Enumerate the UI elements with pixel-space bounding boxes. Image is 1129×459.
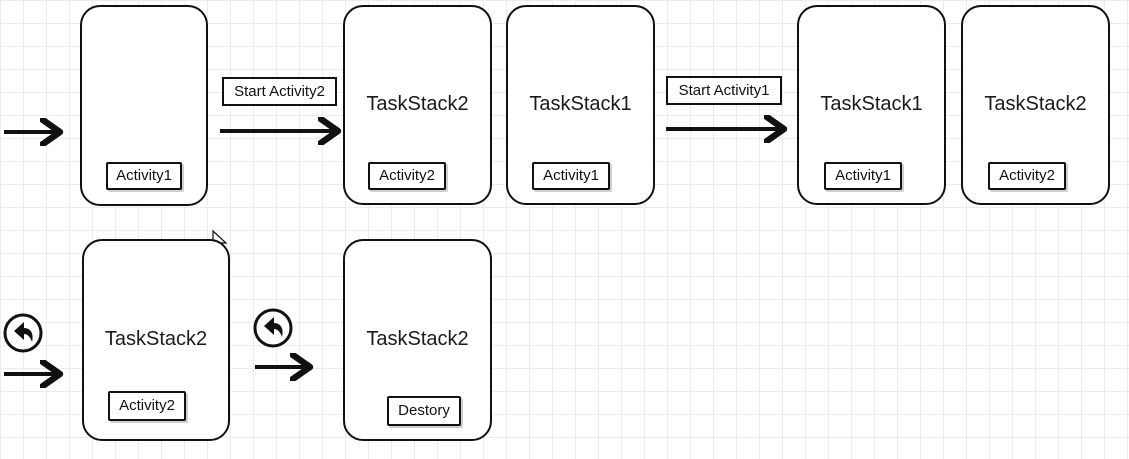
- card-title: TaskStack1: [529, 93, 632, 115]
- back-arrow-icon: [253, 308, 293, 348]
- start-activity2-label: Start Activity2: [222, 77, 337, 106]
- activity-chip: Activity1: [824, 162, 902, 190]
- card-taskstack1-a: TaskStack1 Activity1: [506, 5, 655, 205]
- activity-chip: Activity2: [368, 162, 446, 190]
- start-activity1-label: Start Activity1: [666, 76, 782, 105]
- card-title: TaskStack2: [366, 328, 469, 350]
- card-title: TaskStack2: [984, 93, 1087, 115]
- card-title: TaskStack2: [366, 93, 469, 115]
- activity-chip: Activity2: [988, 162, 1066, 190]
- back-arrow-icon: [3, 313, 43, 353]
- card-title: TaskStack1: [820, 93, 923, 115]
- activity-chip: Activity1: [532, 162, 610, 190]
- card-taskstack2-c: TaskStack2 Activity2: [82, 239, 230, 441]
- destroy-chip: Destory: [387, 396, 461, 426]
- card-taskstack2-d: TaskStack2 Destory: [343, 239, 492, 441]
- card-taskstack1-b: TaskStack1 Activity1: [797, 5, 946, 205]
- activity-chip: Activity1: [106, 162, 182, 190]
- activity-chip: Activity2: [108, 391, 186, 421]
- card-taskstack2-b: TaskStack2 Activity2: [961, 5, 1110, 205]
- card-activity1: Activity1: [80, 5, 208, 206]
- card-title: TaskStack2: [104, 328, 208, 350]
- card-taskstack2-a: TaskStack2 Activity2: [343, 5, 492, 205]
